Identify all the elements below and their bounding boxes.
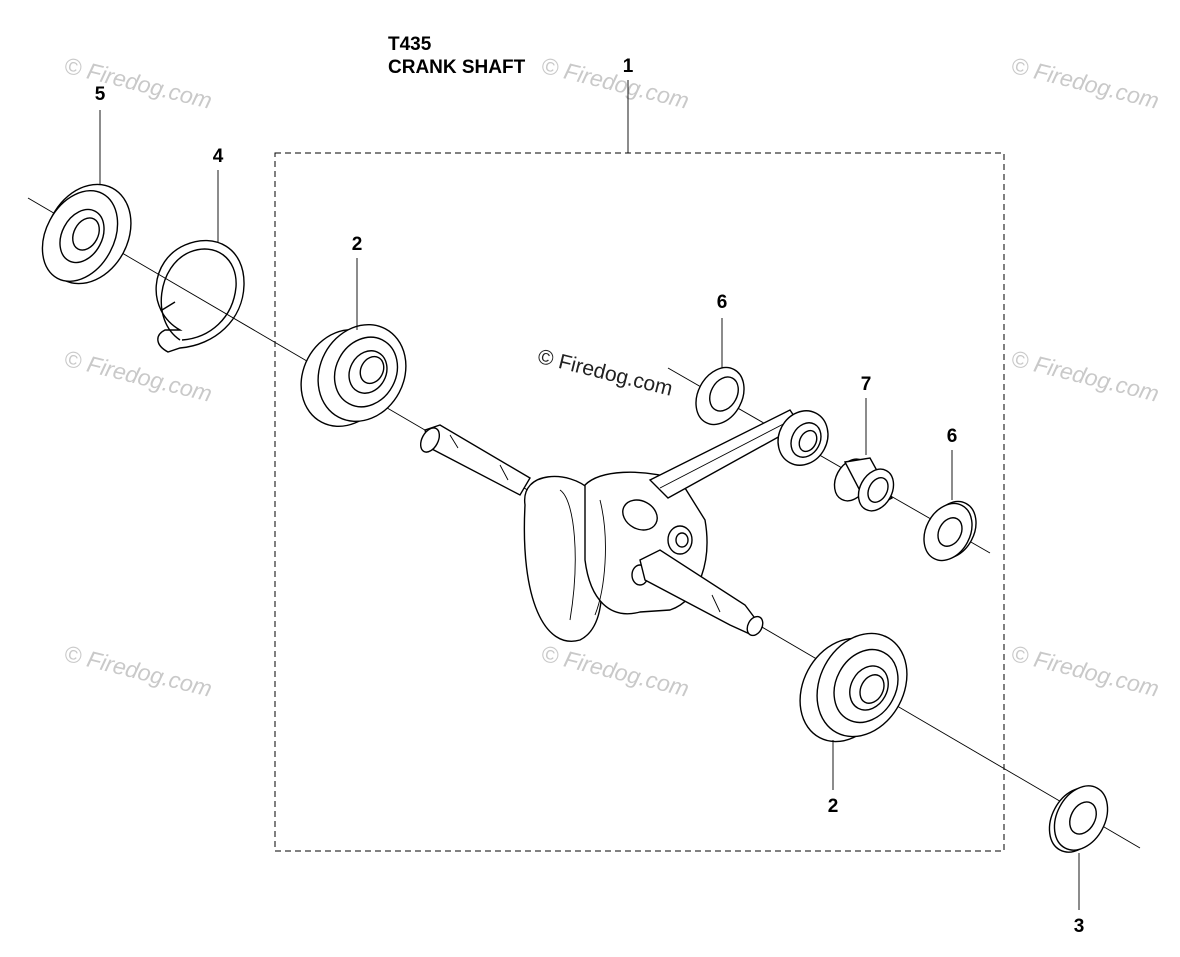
callout-5: 5 — [94, 84, 106, 105]
seal-right-part-3 — [1048, 785, 1109, 853]
ball-bearing-upper-part-2 — [300, 323, 407, 428]
washer-lower-part-6 — [923, 500, 977, 562]
diagram-title: CRANK SHAFT — [388, 57, 526, 78]
callout-3: 3 — [1073, 916, 1085, 937]
connecting-rod — [648, 409, 829, 499]
diagram-model: T435 — [388, 34, 432, 55]
callout-6-upper: 6 — [716, 292, 728, 313]
crankshaft-part-1 — [419, 424, 764, 642]
callout-7: 7 — [860, 374, 872, 395]
circlip-part-4 — [155, 239, 245, 353]
callout-2-upper: 2 — [351, 234, 363, 255]
callout-6-lower: 6 — [946, 426, 958, 447]
needle-bearing-part-7 — [833, 457, 895, 512]
callout-2-lower: 2 — [827, 796, 839, 817]
ball-bearing-lower-part-2 — [799, 632, 908, 743]
assembly-dashed-box — [274, 152, 1005, 852]
seal-left-part-5 — [41, 183, 132, 285]
callout-1: 1 — [622, 56, 634, 77]
callout-4: 4 — [212, 146, 224, 167]
washer-upper-part-6 — [695, 366, 745, 426]
